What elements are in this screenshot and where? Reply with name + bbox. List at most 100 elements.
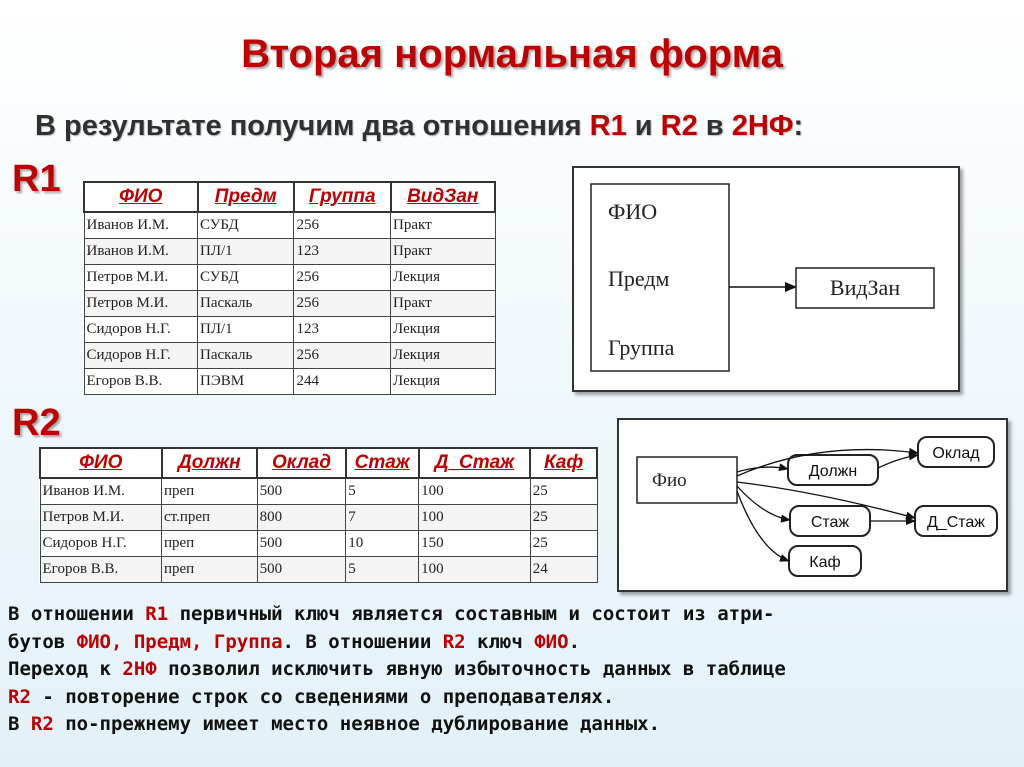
subtitle-r2: R2 xyxy=(660,110,698,142)
table-cell: преп xyxy=(161,530,258,557)
arrow-dolzhn-oklad xyxy=(877,452,919,469)
table-cell: 5 xyxy=(345,556,420,583)
arrow-fio-oklad xyxy=(736,447,919,477)
table-cell: 5 xyxy=(345,477,420,505)
text-fragment: R2 xyxy=(30,713,54,735)
arrow-fio-stazh xyxy=(736,485,791,523)
r2-key-fio: Фио xyxy=(652,470,687,491)
table-cell: Иванов И.М. xyxy=(39,477,162,505)
table-cell: Паскаль xyxy=(196,342,295,369)
r2-header-oklad: Оклад xyxy=(256,447,347,479)
r2-node-d-stazh: Д_Стаж xyxy=(927,514,985,531)
paragraph-line-2: бутов ФИО, Предм, Группа. В отношении R2… xyxy=(8,629,1016,657)
text-fragment: ФИО xyxy=(534,630,569,653)
table-cell: ПЭВМ xyxy=(196,368,295,395)
table-cell: 500 xyxy=(256,556,347,583)
text-fragment: R1 xyxy=(145,603,169,625)
slide-title: Вторая нормальная форма xyxy=(241,32,783,76)
table-cell: 123 xyxy=(293,238,391,265)
table-cell: 100 xyxy=(418,556,531,583)
r2-node-oklad: Оклад xyxy=(932,445,980,462)
r2-header-row: ФИО Должн Оклад Стаж Д_Стаж Каф xyxy=(39,447,598,479)
text-fragment: В отношении xyxy=(8,603,146,625)
r1-header-row: ФИО Предм Группа ВидЗан xyxy=(83,181,496,213)
table-cell: Егоров В.В. xyxy=(39,556,162,583)
table-cell: 256 xyxy=(293,211,391,239)
r2-header-dolzhn: Должн xyxy=(160,447,259,479)
table-cell: 25 xyxy=(529,477,598,505)
paragraph-line-5: В R2 по-прежнему имеет место неявное дуб… xyxy=(8,711,1016,739)
table-cell: Петров М.И. xyxy=(83,264,198,291)
text-fragment: Переход к xyxy=(8,658,123,680)
table-cell: 25 xyxy=(529,530,598,557)
table-cell: Петров М.И. xyxy=(83,290,198,317)
r2-header-d-stazh: Д_Стаж xyxy=(417,447,532,479)
table-cell: Иванов И.М. xyxy=(83,238,198,265)
text-fragment: первичный ключ является составным и сост… xyxy=(168,603,775,625)
table-cell: Лекция xyxy=(390,316,496,343)
r1-dependent-box xyxy=(795,267,935,309)
text-fragment: позволил исключить явную избыточность да… xyxy=(156,658,786,680)
table-cell: Практ xyxy=(390,211,496,239)
subtitle: В результате получим два отношения R1 и … xyxy=(35,110,803,143)
r2-key-box xyxy=(636,456,738,504)
subtitle-r1: R1 xyxy=(589,110,627,142)
text-fragment: В xyxy=(8,713,31,735)
r1-key-predm: Предм xyxy=(608,266,670,291)
subtitle-nf: 2НФ xyxy=(731,110,794,142)
r1-label: R1 xyxy=(12,158,61,200)
r2-diagram-svg: Фио Оклад Должн Стаж Д_Стаж Каф xyxy=(636,436,998,577)
explanation-paragraph: В отношении R1 первичный ключ является с… xyxy=(8,601,1016,739)
r1-dependency-diagram: ФИО Предм Группа ВидЗан xyxy=(572,166,960,392)
subtitle-in: в xyxy=(697,110,732,142)
table-cell: 500 xyxy=(256,530,347,557)
table-cell: 150 xyxy=(418,530,531,557)
table-cell: Сидоров Н.Г. xyxy=(83,316,198,343)
r1-header-vidzan: ВидЗан xyxy=(389,181,496,213)
r2-node-dolzhn: Должн xyxy=(809,463,857,480)
paragraph-line-4: R2 - повторение строк со сведениями о пр… xyxy=(8,684,1016,712)
r2-node-stazh: Стаж xyxy=(811,514,850,531)
table-cell: 24 xyxy=(529,556,598,583)
table-cell: Лекция xyxy=(390,342,496,369)
table-cell: Сидоров Н.Г. xyxy=(39,530,162,557)
r2-dependency-arrows xyxy=(736,447,919,562)
table-cell: Лекция xyxy=(390,264,496,291)
table-cell: Практ xyxy=(390,290,496,317)
table-cell: 100 xyxy=(418,504,531,531)
r1-diagram-svg: ФИО Предм Группа ВидЗан xyxy=(590,183,935,372)
table-cell: Лекция xyxy=(390,368,496,395)
r1-dependent-vidzan: ВидЗан xyxy=(830,275,900,300)
table-cell: ПЛ/1 xyxy=(196,316,295,343)
arrow-fio-dolzhn xyxy=(736,463,789,473)
table-cell: СУБД xyxy=(196,264,295,291)
r2-header-stazh: Стаж xyxy=(344,447,420,479)
r1-key-box xyxy=(590,183,730,372)
table-cell: преп xyxy=(161,477,258,505)
table-cell: 256 xyxy=(293,342,391,369)
text-fragment: . В отношении xyxy=(282,630,443,653)
paragraph-line-3: Переход к 2НФ позволил исключить явную и… xyxy=(8,656,1016,684)
text-fragment: R2 xyxy=(8,685,31,708)
r1-header-predm: Предм xyxy=(196,181,295,213)
text-fragment: ключ xyxy=(465,630,535,653)
text-fragment: 2НФ xyxy=(122,658,157,680)
table-cell: 500 xyxy=(256,477,347,505)
table-cell: 800 xyxy=(256,504,347,531)
table-cell: Паскаль xyxy=(196,290,295,317)
text-fragment: - повторение строк со сведениями о препо… xyxy=(30,685,615,708)
text-fragment: . xyxy=(568,630,581,653)
subtitle-prefix: В результате получим два отношения xyxy=(35,110,590,142)
r2-label: R2 xyxy=(12,402,61,444)
table-cell: ПЛ/1 xyxy=(196,238,295,265)
